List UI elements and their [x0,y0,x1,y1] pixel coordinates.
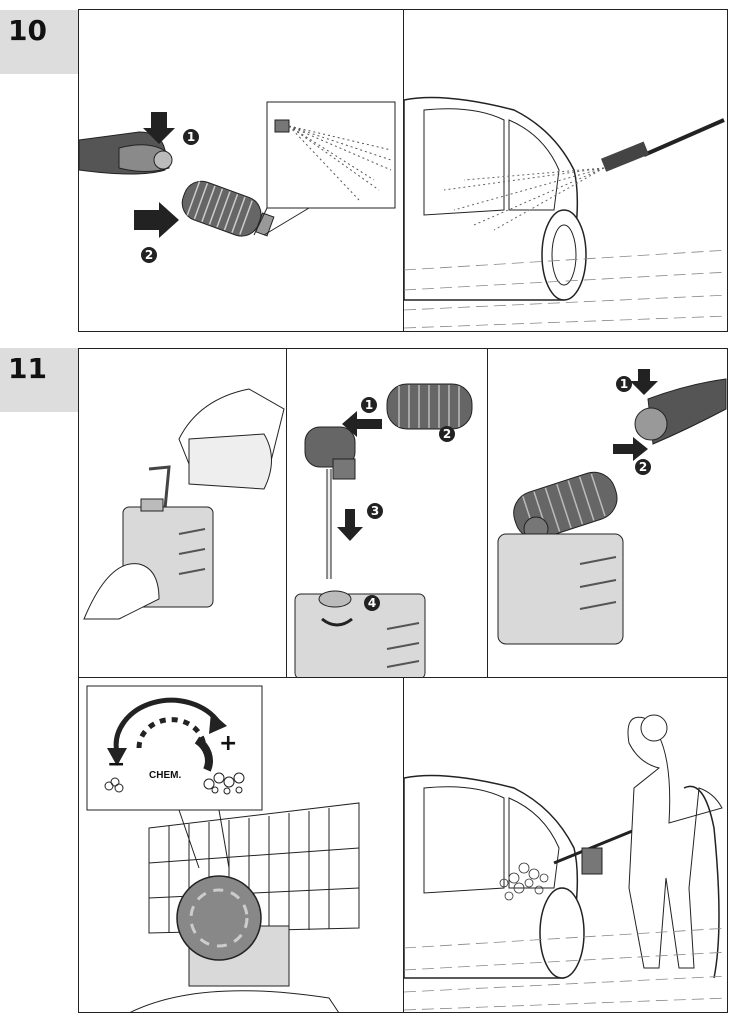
callout-3: 3 [371,504,379,518]
step-11-tab [0,348,78,412]
chemical-dial-knob [176,875,262,961]
step-11-panel-fill-tank [78,348,287,678]
step-11-number: 11 [8,352,47,385]
step-10-tab [0,10,78,74]
step-11-panel-foam-car [403,677,728,1013]
dial-minus-label: − [107,752,125,777]
callout-2: 2 [639,460,647,474]
callout-2: 2 [443,427,451,441]
dial-plus-label: + [219,731,237,756]
foam-car-illustration [404,714,727,1011]
callout-1: 1 [187,130,195,144]
step-11-panel-assemble: 1 2 3 4 [286,348,488,678]
step-10-panel-attach-nozzle: 1 2 [78,9,404,332]
assemble-tank-illustration: 1 2 3 4 [294,383,473,677]
foam-nozzle-icon [386,383,473,430]
dial-chem-label: CHEM. [149,770,181,781]
callout-1: 1 [620,377,628,391]
attach-tank-to-gun-illustration: 1 2 [497,369,727,645]
chemical-dial-illustration: − + CHEM. [86,685,360,1012]
callout-2: 2 [145,248,153,262]
callout-1: 1 [365,398,373,412]
step-10-panel-spray-car [403,9,728,332]
step-11-panel-attach-tank: 1 2 [487,348,728,678]
foam-nozzle-icon [181,180,275,237]
callout-4: 4 [368,596,376,610]
fill-tank-illustration [83,388,285,620]
attach-nozzle-illustration: 1 2 [79,101,396,263]
high-foam-icon [203,772,245,795]
spray-car-illustration [404,96,727,329]
step-11-panel-dial: − + CHEM. [78,677,404,1013]
step-10-number: 10 [8,14,47,47]
low-foam-icon [104,777,124,793]
